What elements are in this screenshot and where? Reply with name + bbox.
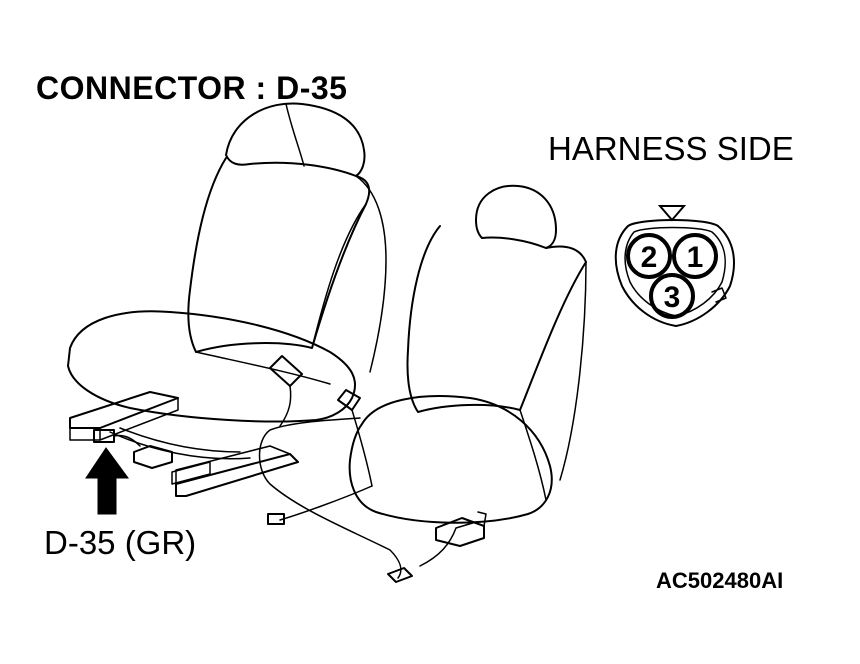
left-seat-rail-front [69, 391, 179, 429]
right-seat-backrest [406, 225, 587, 413]
left-seat-cushion [67, 310, 357, 423]
right-seat-buckle [337, 389, 361, 411]
pin-label-3: 3 [664, 281, 681, 314]
d35-pointer-arrow [85, 447, 129, 515]
connector-key-triangle [657, 205, 687, 222]
connector-face-view: 2 1 3 [614, 205, 735, 327]
harness-wire [258, 417, 402, 579]
connector-housing [614, 219, 735, 327]
harness-side-label: HARNESS SIDE [548, 130, 794, 167]
pin-cavity-1 [672, 233, 718, 279]
figure-code: AC502480AI [656, 568, 784, 593]
right-seat-motor [435, 517, 485, 547]
connector-callout-label: D-35 (GR) [44, 524, 197, 561]
connector-title: CONNECTOR : D-35 [36, 70, 348, 106]
left-seat-motor-block [133, 445, 173, 469]
right-seat-headrest [475, 184, 557, 249]
left-seat [67, 102, 387, 497]
pin-label-1: 1 [687, 241, 704, 274]
left-seat-rail-rear [175, 453, 299, 497]
pin-label-2: 2 [641, 241, 658, 274]
left-seat-backrest [187, 157, 371, 353]
d35-connector-body [93, 429, 115, 443]
pin-cavity-2 [626, 233, 672, 279]
pin-cavity-3 [649, 273, 695, 319]
left-seat-buckle [269, 355, 303, 387]
right-seat-cushion [348, 395, 553, 524]
right-seat [258, 184, 587, 583]
left-seat-headrest [225, 102, 366, 177]
